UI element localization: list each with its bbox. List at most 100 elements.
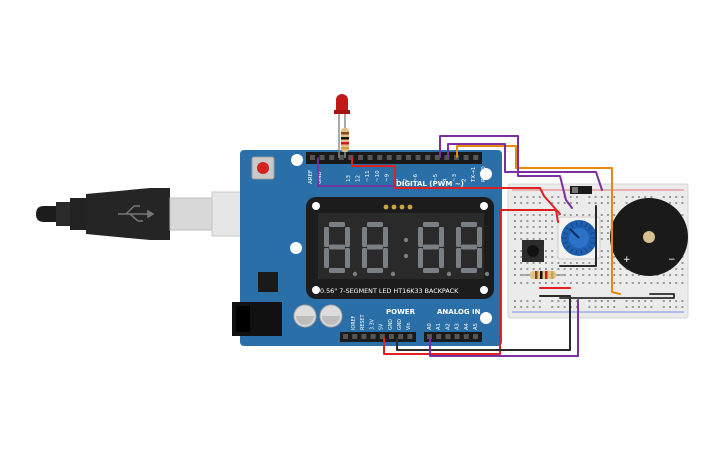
- breadboard-hole[interactable]: [600, 282, 603, 284]
- analog-pin[interactable]: [436, 334, 442, 339]
- breadboard-hole[interactable]: [613, 202, 616, 204]
- usb-cable[interactable]: [36, 188, 243, 240]
- breadboard-hole[interactable]: [619, 268, 622, 270]
- breadboard-hole[interactable]: [631, 274, 634, 276]
- breadboard-hole[interactable]: [650, 196, 653, 198]
- breadboard-hole[interactable]: [675, 268, 678, 270]
- breadboard-hole[interactable]: [650, 282, 653, 284]
- wire-red-breadboard[interactable]: [383, 209, 501, 355]
- breadboard-hole[interactable]: [526, 196, 529, 198]
- breadboard-hole[interactable]: [514, 202, 516, 204]
- breadboard-hole[interactable]: [681, 196, 684, 198]
- breadboard-hole[interactable]: [532, 282, 535, 284]
- breadboard-hole[interactable]: [600, 232, 603, 234]
- breadboard-hole[interactable]: [594, 274, 597, 276]
- breadboard-hole[interactable]: [669, 274, 671, 276]
- breadboard-hole[interactable]: [520, 250, 523, 252]
- breadboard-hole[interactable]: [557, 300, 560, 302]
- breadboard-hole[interactable]: [514, 256, 516, 258]
- breadboard-hole[interactable]: [588, 274, 591, 276]
- breadboard-hole[interactable]: [538, 196, 541, 198]
- analog-pin[interactable]: [445, 334, 451, 339]
- breadboard-hole[interactable]: [644, 196, 647, 198]
- breadboard-hole[interactable]: [526, 262, 529, 264]
- breadboard-hole[interactable]: [582, 262, 585, 264]
- breadboard-hole[interactable]: [681, 214, 684, 216]
- breadboard-hole[interactable]: [514, 268, 516, 270]
- breadboard-hole[interactable]: [520, 232, 523, 234]
- power-header[interactable]: [340, 332, 416, 342]
- breadboard-hole[interactable]: [576, 274, 578, 276]
- breadboard-hole[interactable]: [600, 256, 603, 258]
- breadboard-hole[interactable]: [551, 202, 554, 204]
- slide-switch-knob[interactable]: [572, 187, 578, 193]
- breadboard-hole[interactable]: [514, 306, 516, 308]
- breadboard-hole[interactable]: [514, 232, 516, 234]
- header-pin[interactable]: [348, 155, 354, 160]
- breadboard-hole[interactable]: [638, 274, 640, 276]
- wire-red-bb[interactable]: [499, 209, 559, 223]
- slide-switch[interactable]: [570, 186, 592, 194]
- header-pin[interactable]: [319, 155, 325, 160]
- breadboard-hole[interactable]: [656, 282, 659, 284]
- breadboard-hole[interactable]: [545, 268, 547, 270]
- wire-purple-analog[interactable]: [429, 299, 579, 357]
- breadboard-hole[interactable]: [625, 202, 628, 204]
- breadboard-hole[interactable]: [600, 226, 603, 228]
- potentiometer[interactable]: [557, 216, 601, 260]
- breadboard-hole[interactable]: [644, 306, 647, 308]
- power-pin[interactable]: [389, 334, 394, 339]
- breadboard-hole[interactable]: [662, 196, 665, 198]
- breadboard-hole[interactable]: [594, 300, 597, 302]
- header-pin[interactable]: [396, 155, 402, 160]
- breadboard-hole[interactable]: [613, 262, 616, 264]
- breadboard-hole[interactable]: [532, 300, 535, 302]
- breadboard-hole[interactable]: [638, 300, 640, 302]
- breadboard-hole[interactable]: [607, 282, 609, 284]
- breadboard-hole[interactable]: [569, 202, 572, 204]
- breadboard-hole[interactable]: [613, 300, 616, 302]
- breadboard-hole[interactable]: [538, 262, 541, 264]
- breadboard-hole[interactable]: [638, 306, 640, 308]
- breadboard-hole[interactable]: [569, 214, 572, 216]
- breadboard-hole[interactable]: [514, 282, 516, 284]
- breadboard-hole[interactable]: [569, 268, 572, 270]
- breadboard-hole[interactable]: [576, 196, 578, 198]
- header-pin[interactable]: [425, 155, 431, 160]
- breadboard-hole[interactable]: [563, 306, 566, 308]
- breadboard-hole[interactable]: [669, 306, 671, 308]
- breadboard-hole[interactable]: [520, 220, 523, 222]
- breadboard-hole[interactable]: [625, 268, 628, 270]
- breadboard-hole[interactable]: [532, 196, 535, 198]
- breadboard-hole[interactable]: [532, 238, 535, 240]
- breadboard-hole[interactable]: [594, 202, 597, 204]
- power-pin[interactable]: [343, 334, 348, 339]
- breadboard-hole[interactable]: [600, 238, 603, 240]
- breadboard-hole[interactable]: [526, 268, 529, 270]
- breadboard-hole[interactable]: [607, 250, 609, 252]
- breadboard-hole[interactable]: [545, 250, 547, 252]
- breadboard-hole[interactable]: [675, 202, 678, 204]
- wire-purple-2[interactable]: [447, 143, 603, 191]
- power-pin[interactable]: [361, 334, 367, 339]
- breadboard-hole[interactable]: [532, 306, 535, 308]
- breadboard-hole[interactable]: [545, 220, 547, 222]
- breadboard-hole[interactable]: [607, 202, 609, 204]
- breadboard-hole[interactable]: [538, 306, 541, 308]
- breadboard-hole[interactable]: [662, 300, 665, 302]
- breadboard-hole[interactable]: [619, 282, 622, 284]
- breadboard-hole[interactable]: [588, 300, 591, 302]
- breadboard-hole[interactable]: [520, 256, 523, 258]
- breadboard-hole[interactable]: [520, 226, 523, 228]
- breadboard-hole[interactable]: [669, 300, 671, 302]
- breadboard-hole[interactable]: [607, 232, 609, 234]
- breadboard-hole[interactable]: [600, 306, 603, 308]
- breadboard-hole[interactable]: [557, 306, 560, 308]
- breadboard-hole[interactable]: [532, 220, 535, 222]
- breadboard-hole[interactable]: [545, 238, 547, 240]
- breadboard-hole[interactable]: [563, 262, 566, 264]
- breadboard-hole[interactable]: [644, 282, 647, 284]
- analog-pin[interactable]: [427, 334, 432, 339]
- breadboard-hole[interactable]: [576, 268, 578, 270]
